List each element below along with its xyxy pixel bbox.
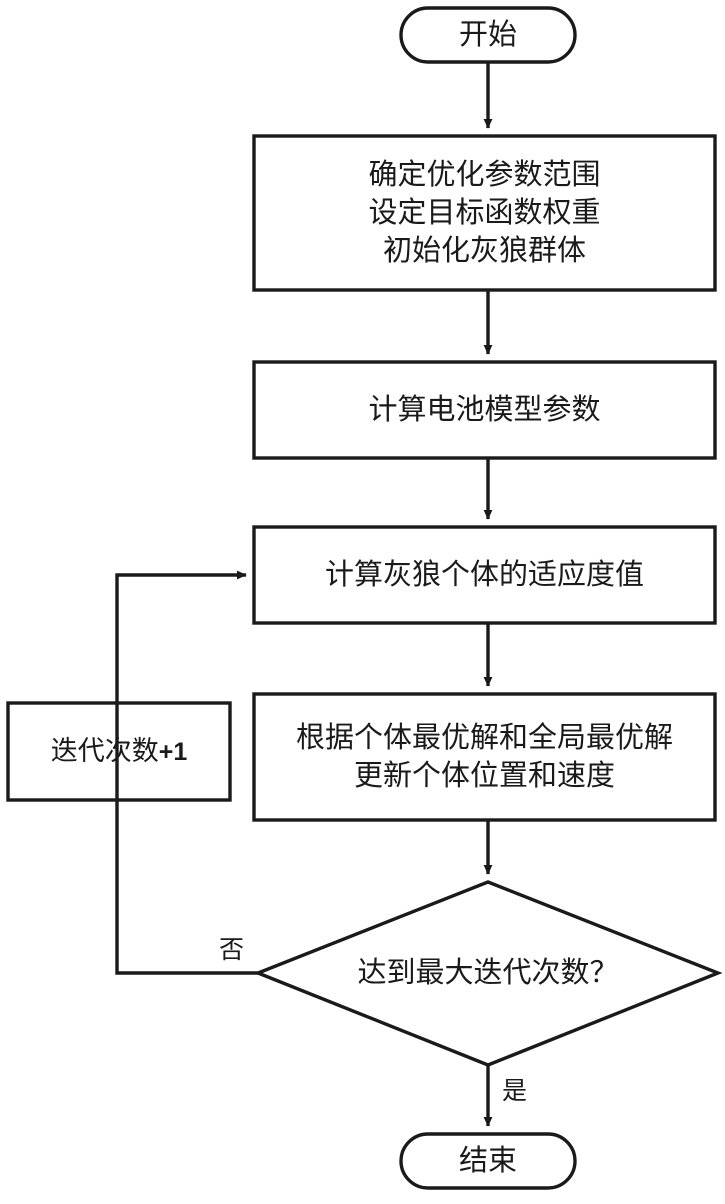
node-calc-fitness-shape [252, 525, 717, 625]
node-iteration-counter-shape [6, 701, 232, 802]
node-calc-battery-model-shape [252, 360, 717, 460]
node-max-iteration-check-shape [253, 880, 723, 1067]
node-start-shape [399, 6, 577, 64]
node-end-shape [399, 1132, 577, 1190]
edge-decision-no-feedback-loop [115, 570, 258, 975]
node-init-params-shape [252, 134, 717, 292]
node-update-position-shape [252, 692, 717, 822]
